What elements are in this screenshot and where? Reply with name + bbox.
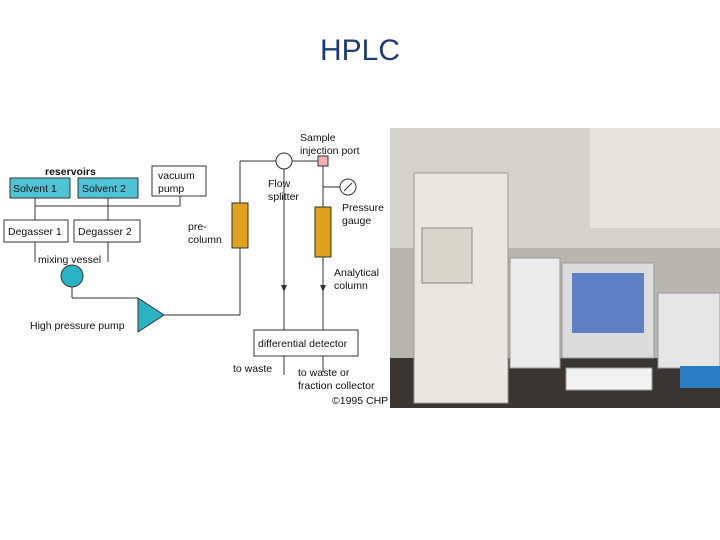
pump-label: High pressure pump	[30, 320, 125, 332]
hplc-schematic: reservoirs Solvent 1 Solvent 2 vacuum pu…	[0, 126, 390, 416]
pressure-gauge-label-2: gauge	[342, 215, 371, 227]
photo-hplc-stack	[414, 173, 508, 403]
flow-splitter-label-1: Flow	[268, 178, 291, 190]
mixing-vessel-label: mixing vessel	[38, 254, 101, 266]
solvent-2-label: Solvent 2	[82, 183, 126, 195]
page-title: HPLC	[0, 34, 720, 68]
copyright-label: ©1995 CHP	[332, 395, 388, 407]
photo-hplc-module	[422, 228, 472, 283]
to-waste-or-label-2: fraction collector	[298, 380, 375, 392]
pressure-gauge-label-1: Pressure	[342, 202, 384, 214]
precolumn-label-2: column	[188, 234, 222, 246]
arrow-column-down	[320, 285, 326, 292]
flow-splitter	[276, 153, 292, 169]
to-waste-label: to waste	[233, 363, 272, 375]
reservoirs-label: reservoirs	[45, 166, 96, 178]
photo-window	[590, 128, 720, 228]
high-pressure-pump	[138, 298, 164, 332]
vacuum-pump-label-1: vacuum	[158, 170, 195, 182]
arrow-splitter-down	[281, 285, 287, 292]
sample-port-label-1: Sample	[300, 132, 336, 144]
photo-keyboard	[566, 368, 652, 390]
analytical-column	[315, 207, 331, 257]
degasser-2-label: Degasser 2	[78, 226, 132, 238]
to-waste-or-label-1: to waste or	[298, 367, 350, 379]
degasser-1-label: Degasser 1	[8, 226, 62, 238]
hplc-lab-photo	[390, 128, 720, 408]
detector-label: differential detector	[258, 338, 348, 350]
mixing-vessel	[61, 265, 83, 287]
photo-monitor-screen	[572, 273, 644, 333]
photo-mousepad	[680, 366, 720, 388]
precolumn	[232, 203, 248, 248]
sample-injection-port	[318, 156, 328, 166]
photo-printer	[658, 293, 720, 368]
sample-port-label-2: injection port	[300, 145, 360, 157]
analytical-column-label-1: Analytical	[334, 267, 379, 279]
analytical-column-label-2: column	[334, 280, 368, 292]
vacuum-pump-label-2: pump	[158, 183, 184, 195]
solvent-1-label: Solvent 1	[13, 183, 57, 195]
photo-pc-tower	[510, 258, 560, 368]
precolumn-label-1: pre-	[188, 221, 207, 233]
